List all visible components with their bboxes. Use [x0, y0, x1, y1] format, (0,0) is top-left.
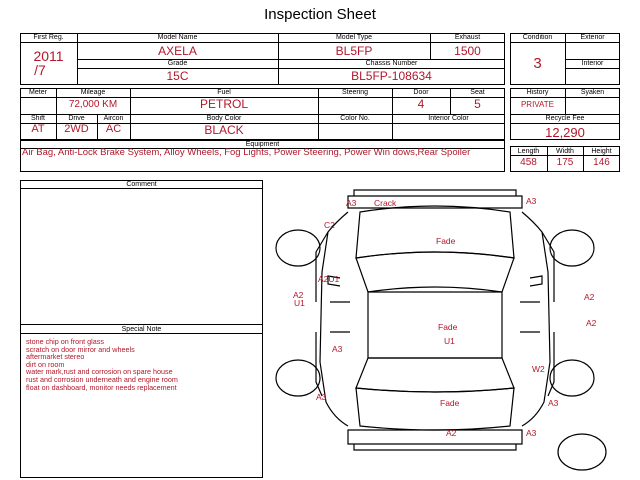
history-label: History: [526, 89, 549, 96]
dimensions-box: [510, 146, 620, 172]
shift-label: Shift: [30, 115, 45, 122]
syaken-label: Syaken: [580, 89, 605, 96]
windshield: [355, 251, 515, 293]
exhaust-label: Exhaust: [454, 34, 481, 41]
left-side-panel: [319, 211, 349, 427]
car-damage-diagram: A3 Crack A3 C2 Fade A2U1 A2 U1 A2 A2 Fad…: [275, 189, 607, 471]
grade-label: Grade: [167, 60, 188, 67]
mark-a2: A2: [446, 428, 457, 438]
mark-a3: A3: [526, 196, 537, 206]
special-note-label: Special Note: [121, 326, 162, 333]
body-color-value: BLACK: [204, 123, 244, 137]
mark-a2: A2: [293, 290, 304, 300]
note-line: rust and corrosion underneath and engine…: [26, 374, 178, 384]
seat-label: Seat: [470, 89, 485, 96]
equipment-box: [20, 140, 505, 172]
fuel-value: PETROL: [199, 97, 248, 111]
mark-crack: Crack: [374, 198, 397, 208]
damage-marks: A3 Crack A3 C2 Fade A2U1 A2 U1 A2 A2 Fad…: [293, 196, 597, 438]
mark-a3: A3: [346, 198, 357, 208]
hood: [355, 205, 515, 259]
drive-value: 2WD: [64, 123, 89, 135]
wheel-front-right: [549, 229, 595, 267]
comment-box: [20, 180, 263, 478]
height-label: Height: [591, 148, 612, 155]
shift-value: AT: [31, 123, 45, 135]
chassis-value: BL5FP-108634: [351, 69, 432, 83]
fuel-label: Fuel: [217, 89, 231, 96]
mark-fade: Fade: [436, 236, 456, 246]
aircon-label: Aircon: [103, 115, 124, 122]
note-line: scratch on door mirror and wheels: [26, 344, 135, 354]
door-value: 4: [417, 97, 425, 111]
width-value: 175: [556, 157, 574, 168]
mileage-value: 72,000 KM: [68, 99, 118, 110]
recycle-value: 12,290: [545, 125, 585, 140]
height-value: 146: [593, 157, 610, 168]
first-reg-label: First Reg.: [33, 34, 64, 41]
front-bumper: [347, 195, 523, 209]
seat-value: 5: [474, 97, 481, 111]
mark-a3: A3: [316, 392, 327, 402]
length-value: 458: [520, 157, 537, 168]
wheel-rear-right: [549, 359, 595, 397]
special-notes-list: stone chip on front glass scratch on doo…: [26, 338, 178, 391]
wheel-front-left: [275, 229, 321, 267]
interior-color-label: Interior Color: [428, 115, 469, 122]
note-line: aftermarket stereo: [26, 352, 85, 362]
interior-label: Interior: [581, 60, 604, 67]
body-color-label: Body Color: [206, 115, 242, 122]
meter-label: Meter: [29, 89, 47, 96]
model-type-label: Model Type: [335, 34, 373, 41]
mark-a3: A3: [526, 428, 537, 438]
mark-a3: A3: [332, 344, 343, 354]
first-reg-year: 2011: [33, 48, 64, 64]
mark-a2: A2: [586, 318, 597, 328]
wheel-rear-left: [275, 359, 321, 397]
drive-label: Drive: [68, 115, 85, 122]
mark-w2: W2: [532, 364, 545, 374]
condition-value: 3: [533, 55, 542, 72]
right-side-panel: [521, 211, 551, 427]
trunk: [355, 387, 515, 431]
grade-value: 15C: [166, 69, 189, 83]
comment-label: Comment: [126, 181, 157, 188]
model-type-value: BL5FP: [335, 44, 373, 58]
note-line: water mark,rust and corrosion on spare h…: [26, 367, 173, 377]
history-value: PRIVATE: [520, 100, 555, 109]
roof: [367, 291, 503, 359]
door-label: Door: [413, 89, 429, 96]
note-line: stone chip on front glass: [26, 337, 104, 346]
equipment-text: Air Bag, Anti-Lock Brake System, Alloy W…: [22, 147, 471, 158]
exterior-label: Exterior: [580, 34, 605, 41]
rear-bumper: [347, 429, 523, 445]
mark-fade: Fade: [440, 398, 460, 408]
rear-window: [355, 357, 515, 393]
mark-a3: A3: [548, 398, 559, 408]
recycle-label: Recycle Fee: [545, 115, 585, 122]
note-line: float on dashboard, monitor needs replac…: [26, 382, 177, 392]
steering-label: Steering: [341, 89, 369, 96]
width-label: Width: [556, 148, 574, 155]
model-name-value: AXELA: [158, 44, 197, 58]
model-name-label: Model Name: [157, 34, 198, 41]
aircon-value: AC: [105, 123, 122, 135]
note-line: dirt on room: [26, 359, 65, 369]
mark-a2: A2: [584, 292, 595, 302]
condition-label: Condition: [522, 34, 553, 41]
exhaust-value: 1500: [454, 44, 481, 58]
mark-c2: C2: [324, 220, 335, 230]
mark-a2u1: A2U1: [318, 274, 340, 284]
color-no-label: Color No.: [340, 115, 370, 122]
mark-fade: Fade: [438, 322, 458, 332]
chassis-label: Chassis Number: [365, 60, 418, 67]
mark-u1: U1: [294, 298, 305, 308]
sheet-title: Inspection Sheet: [264, 6, 376, 23]
spare-tire: [557, 433, 607, 471]
mark-u1: U1: [444, 336, 455, 346]
first-reg-month: /7: [34, 62, 46, 78]
mileage-label: Mileage: [80, 89, 106, 96]
length-label: Length: [517, 148, 540, 155]
equipment-label: Equipment: [245, 141, 280, 148]
